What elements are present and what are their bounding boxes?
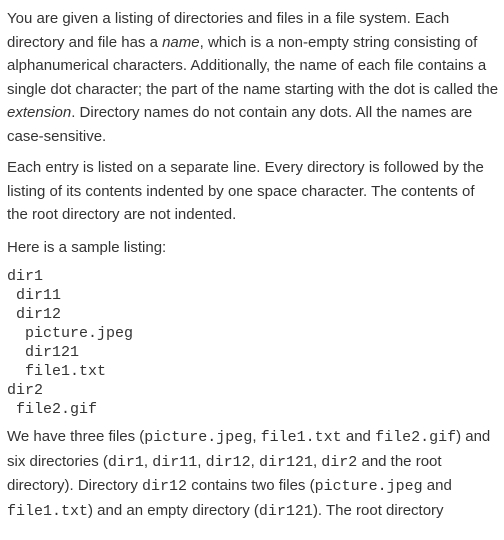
text: , which is a non-empty string consisting… [7, 33, 499, 98]
text: . Directory names do not contain any dot… [7, 104, 473, 145]
code-dirname: dir1 [107, 453, 144, 471]
code-filename: file1.txt [260, 429, 342, 446]
code-dirname: dir2 [321, 453, 358, 471]
paragraph-explanation: We have three files (picture.jpeg, file1… [7, 425, 499, 523]
problem-statement: You are given a listing of directories a… [7, 7, 499, 523]
text: , [197, 452, 206, 470]
code-filename: file1.txt [7, 502, 89, 520]
code-dirname: dir12 [142, 478, 188, 495]
text: and the root directory). Directory [7, 452, 442, 495]
code-dirname: dir11 [152, 453, 198, 471]
text: , [312, 452, 322, 470]
paragraph-sample-intro: Here is a sample listing: [7, 238, 167, 256]
code-filename: picture.jpeg [144, 429, 253, 446]
text: We have three files ( [7, 428, 145, 445]
paragraph-intro: You are given a listing of directories a… [7, 7, 499, 148]
text: and [422, 477, 452, 494]
code-dirname: dir121 [258, 502, 313, 520]
text: , [252, 428, 261, 445]
code-filename: picture.jpeg [314, 478, 423, 495]
sample-listing: dir1 dir11 dir12 picture.jpeg dir121 fil… [7, 268, 134, 418]
text: ). The root directory [312, 501, 444, 519]
text: and [341, 428, 376, 445]
paragraph-format: Each entry is listed on a separate line.… [7, 159, 484, 223]
text: You are given a listing of directories a… [7, 10, 450, 51]
code-dirname: dir12 [205, 453, 251, 471]
text: ) and six directories ( [7, 428, 491, 470]
term-extension: extension [7, 104, 72, 121]
code-dirname: dir121 [258, 453, 313, 471]
term-name: name [162, 33, 200, 51]
text: ) and an empty directory ( [88, 501, 259, 519]
text: contains two files ( [187, 477, 315, 494]
code-filename: file2.gif [375, 429, 457, 446]
text: , [143, 452, 153, 470]
text: , [250, 452, 259, 470]
